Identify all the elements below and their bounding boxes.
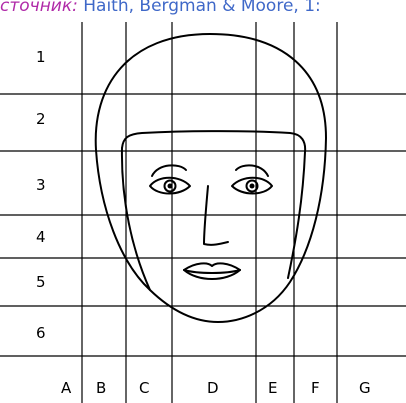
column-label: G xyxy=(359,379,371,397)
right-eye-icon xyxy=(232,165,272,193)
column-label: B xyxy=(96,379,106,397)
row-label: 2 xyxy=(36,110,46,128)
row-label: 5 xyxy=(36,273,46,291)
column-label: D xyxy=(207,379,219,397)
column-labels: A B C D E F G xyxy=(61,379,371,397)
left-eye-icon xyxy=(150,165,190,193)
horizontal-grid-lines xyxy=(0,94,406,356)
face-drawing xyxy=(96,34,326,322)
hairline xyxy=(122,131,305,278)
column-label: C xyxy=(139,379,149,397)
row-labels: 1 2 3 4 5 6 xyxy=(36,48,46,342)
column-label: E xyxy=(268,379,277,397)
row-label: 6 xyxy=(36,324,46,342)
row-label: 4 xyxy=(36,228,46,246)
column-label: A xyxy=(61,379,72,397)
row-label: 3 xyxy=(36,176,46,194)
row-label: 1 xyxy=(36,48,46,66)
mouth-icon xyxy=(184,263,240,279)
column-label: F xyxy=(311,379,320,397)
